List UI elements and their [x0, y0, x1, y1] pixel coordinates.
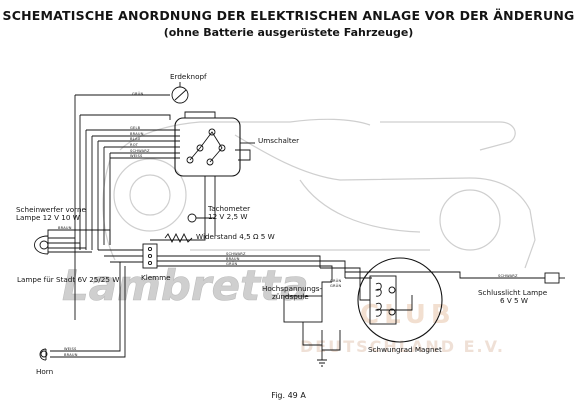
wire-label-weiss-horn: WEISS [64, 347, 77, 351]
wire-label-schwarz-bus: SCHWARZ [226, 252, 246, 256]
diagram-subtitle: (ohne Batterie ausgerüstete Fahrzeuge) [163, 26, 414, 39]
wire-label-braun-bus: BRAUN [226, 257, 240, 261]
wire-label-braun-lamp: BRAUN [58, 226, 72, 230]
wire-label-braun-horn: BRAUN [64, 353, 78, 357]
wire-label-rot: ROT [130, 143, 139, 147]
wire-label-gruen-coil: GRÜN [330, 279, 342, 283]
wire-label-gelb: GELB [130, 126, 141, 130]
wire-label-gruen-coil-2: GRÜN [330, 284, 342, 288]
schwungrad-label: Schwungrad Magnet [368, 345, 442, 354]
tachometer-label-line2: 12 V 2,5 W [208, 212, 248, 221]
tachometer-label-line1: Tachometer [208, 204, 251, 213]
svg-text:CLUB: CLUB [360, 300, 456, 330]
wire-label-blau: BLAU [130, 137, 141, 141]
lambretta-watermark: Lambretta CLUB DEUTSCHLAND E.V. [62, 261, 505, 356]
hochspannungs-label-line1: Hochspannungs- [262, 284, 323, 293]
klemme-label: Klemme [141, 273, 171, 282]
umschalter-label: Umschalter [258, 136, 300, 145]
wire-label-gruen-bus: GRÜN [226, 262, 238, 266]
wire-label-schwarz-switch: SCHWARZ [130, 149, 150, 153]
wire-label-braun-switch: BRAUN [130, 132, 144, 136]
erdeknopf-label: Erdeknopf [170, 72, 207, 81]
wire-label-weiss-switch: WEISS [130, 154, 143, 158]
scooter-watermark [102, 118, 536, 269]
hochspannungs-label-line2: zündspule [272, 292, 309, 301]
diagram-title: SCHEMATISCHE ANORDNUNG DER ELEKTRISCHEN … [2, 8, 575, 23]
scheinwerfer-label-line2: Lampe 12 V 10 W [16, 213, 80, 222]
wire-label-schwarz-tail: SCHWARZ [498, 274, 518, 278]
wiring [34, 82, 565, 367]
svg-text:Lambretta: Lambretta [62, 261, 309, 310]
schlusslicht-label-line2: 6 V 5 W [500, 296, 529, 305]
figure-label: Fig. 49 A [271, 391, 306, 400]
wire-label-gruen-top: GRÜN [132, 92, 144, 96]
scheinwerfer-label-line1: Scheinwerfer vorne [16, 205, 86, 214]
horn-label: Horn [36, 367, 54, 376]
widerstand-label: Widerstand 4,5 Ω 5 W [196, 232, 275, 241]
stadtlampe-label: Lampe für Stadt 6V 25/25 W [17, 275, 120, 284]
svg-text:DEUTSCHLAND E.V.: DEUTSCHLAND E.V. [300, 337, 505, 356]
schlusslicht-label-line1: Schlusslicht Lampe [478, 288, 548, 297]
